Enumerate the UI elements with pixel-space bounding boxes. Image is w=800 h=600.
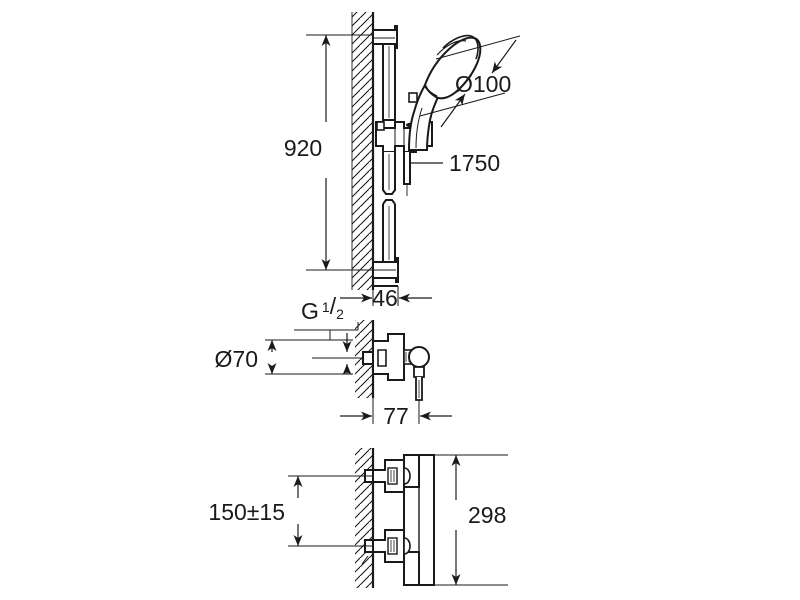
shower-rail-tube-lower: [382, 152, 396, 262]
dimension-mixer-length: 298: [434, 454, 508, 586]
rail-bottom-bracket: [372, 257, 399, 287]
dimension-mixer-projection: 77: [340, 398, 452, 429]
dimension-46-label: 46: [372, 285, 398, 311]
dimension-rail-height: 920: [284, 34, 372, 271]
wall-section-upper: [351, 12, 375, 290]
mixer-front-view: 150±15 298: [208, 448, 508, 588]
dimension-hose-length: 1750: [410, 150, 500, 176]
dimension-rail-projection: 46: [340, 285, 432, 311]
dimension-298-label: 298: [468, 502, 506, 528]
shower-hose-stub: [403, 152, 411, 196]
rail-top-bracket: [372, 25, 398, 49]
shower-rail-side-view: 920 Ø100 1750 46: [284, 12, 521, 311]
dimension-920-label: 920: [284, 135, 322, 161]
dimension-inlet-centre-diameter: Ø70: [215, 339, 362, 375]
dimension-inlet-centres: 150±15: [208, 475, 374, 547]
hand-shower: [407, 34, 482, 151]
mixer-inlet-upper: [364, 459, 411, 493]
dimension-150-label: 150±15: [208, 499, 285, 525]
dimension-diameter-70-label: Ø70: [215, 346, 258, 372]
dimension-shower-head-diameter: Ø100: [419, 35, 521, 128]
mixer-body-side: [362, 333, 430, 401]
mixer-inlet-lower: [361, 529, 411, 565]
dimension-77-label: 77: [383, 403, 409, 429]
dimension-1750-label: 1750: [449, 150, 500, 176]
dimension-diameter-100-label: Ø100: [455, 71, 511, 97]
shower-rail-tube-upper: [382, 43, 396, 121]
